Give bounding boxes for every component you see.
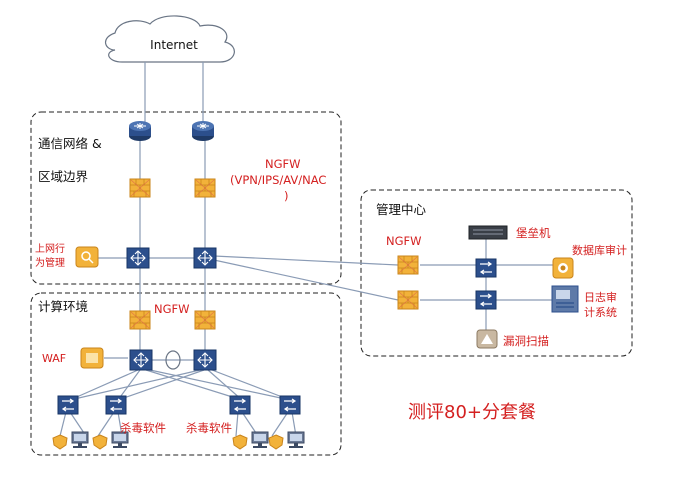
firewall-icon	[194, 178, 216, 198]
stack-link-ring	[165, 350, 181, 370]
core-switch-icon	[193, 349, 217, 371]
behavior-mgmt-label: 上网行	[35, 242, 65, 255]
log-server-icon	[551, 285, 579, 313]
switch-icon	[475, 258, 497, 278]
zone-label-compute: 计算环境	[38, 299, 88, 314]
shield-icon	[52, 434, 68, 450]
router-icon	[191, 120, 215, 142]
log-audit-label: 日志审	[584, 290, 617, 304]
router-icon	[128, 120, 152, 142]
switch-icon	[279, 395, 301, 415]
firewall-icon	[397, 290, 419, 310]
server-icon	[468, 225, 508, 240]
core-switch-icon	[193, 247, 217, 269]
behavior-mgmt-label: 为管理	[35, 256, 65, 269]
switch-icon	[229, 395, 251, 415]
zone-label-boundary: 通信网络 &	[38, 136, 102, 151]
firewall-icon	[129, 178, 151, 198]
waf-icon	[80, 347, 104, 369]
db-audit-label: 数据库审计	[572, 243, 627, 257]
labels: 通信网络 & 区域边界 计算环境 管理中心 NGFW (VPN/IPS/AV/N…	[35, 136, 627, 435]
antivirus-label: 杀毒软件	[120, 421, 166, 435]
zone-label-boundary: 区域边界	[38, 169, 89, 184]
ngfw-compute-label: NGFW	[154, 302, 190, 316]
firewall-icon	[397, 255, 419, 275]
internet-cloud: Internet	[105, 15, 235, 63]
bastion-label: 堡垒机	[516, 226, 551, 240]
database-icon	[552, 257, 574, 279]
internet-label: Internet	[150, 38, 198, 52]
zone-compute-box	[30, 292, 342, 456]
shield-icon	[92, 434, 108, 450]
vuln-scan-label: 漏洞扫描	[503, 334, 549, 348]
core-switch-icon	[129, 349, 153, 371]
core-switch-icon	[126, 247, 150, 269]
scanner-icon	[476, 329, 498, 349]
switch-icon	[57, 395, 79, 415]
zone-management-box	[360, 189, 633, 357]
firewall-icon	[129, 310, 151, 330]
zone-boundary-box	[30, 111, 342, 285]
switch-icon	[105, 395, 127, 415]
switch-icon	[475, 290, 497, 310]
firewall-icon	[194, 310, 216, 330]
antivirus-label: 杀毒软件	[186, 421, 232, 435]
ngfw-features-label: )	[284, 189, 289, 203]
waf-label: WAF	[42, 352, 66, 365]
shield-icon	[268, 434, 284, 450]
pc-icon	[71, 431, 89, 449]
zone-label-management: 管理中心	[376, 202, 427, 217]
ngfw-label: NGFW	[265, 157, 301, 171]
endpoint-group	[52, 431, 305, 450]
shield-icon	[232, 434, 248, 450]
log-audit-label: 计系统	[584, 306, 617, 319]
behavior-mgmt-icon	[75, 246, 99, 268]
pc-icon	[287, 431, 305, 449]
pc-icon	[251, 431, 269, 449]
ngfw-mgmt-label: NGFW	[386, 234, 422, 248]
package-label: 测评80+分套餐	[408, 402, 536, 423]
ngfw-features-label: (VPN/IPS/AV/NAC	[230, 173, 326, 187]
